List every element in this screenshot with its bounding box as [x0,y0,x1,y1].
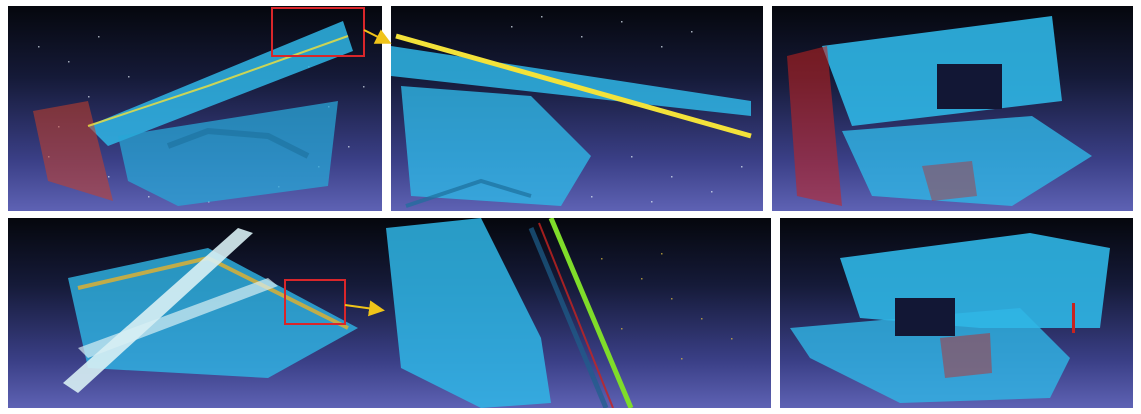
noise-points-white [511,16,743,203]
panel-bottom-middle-zoom [381,218,771,408]
point-cloud-bottom-middle [386,218,733,408]
floor-surface-cyan [401,86,591,206]
green-edge-points [548,218,634,408]
floor-surface-cyan [68,248,358,378]
point-cloud-bottom-right [790,233,1110,403]
panel-bottom-left-raw-cloud [8,218,382,408]
white-stripe-points [63,228,253,393]
point-cloud-top-left [33,7,365,206]
wall-surface-cyan [386,218,551,408]
wall-surface-cyan [88,21,353,146]
panel-top-left-raw-cloud [8,6,382,211]
yellow-edge-points [395,33,752,139]
highlight-box-bottom [284,279,346,325]
floor-surface-cyan [118,101,338,206]
red-points [940,333,992,378]
point-cloud-top-middle [391,16,752,208]
point-cloud-top-right [787,16,1092,206]
red-side-points [33,101,113,201]
panel-top-middle-zoom [391,6,763,211]
noise-points-yellow [601,253,733,360]
floor-surface-cyan [842,116,1092,206]
floor-surface-cyan [790,308,1070,403]
yellow-edge-points [87,35,349,127]
wall-surface-cyan [391,46,751,116]
panel-top-right-cleaned [772,6,1133,211]
point-cloud-bottom-left [63,228,358,393]
panel-bottom-right-cleaned [780,218,1133,408]
red-edge-points [538,222,614,408]
red-side-points [787,46,842,206]
